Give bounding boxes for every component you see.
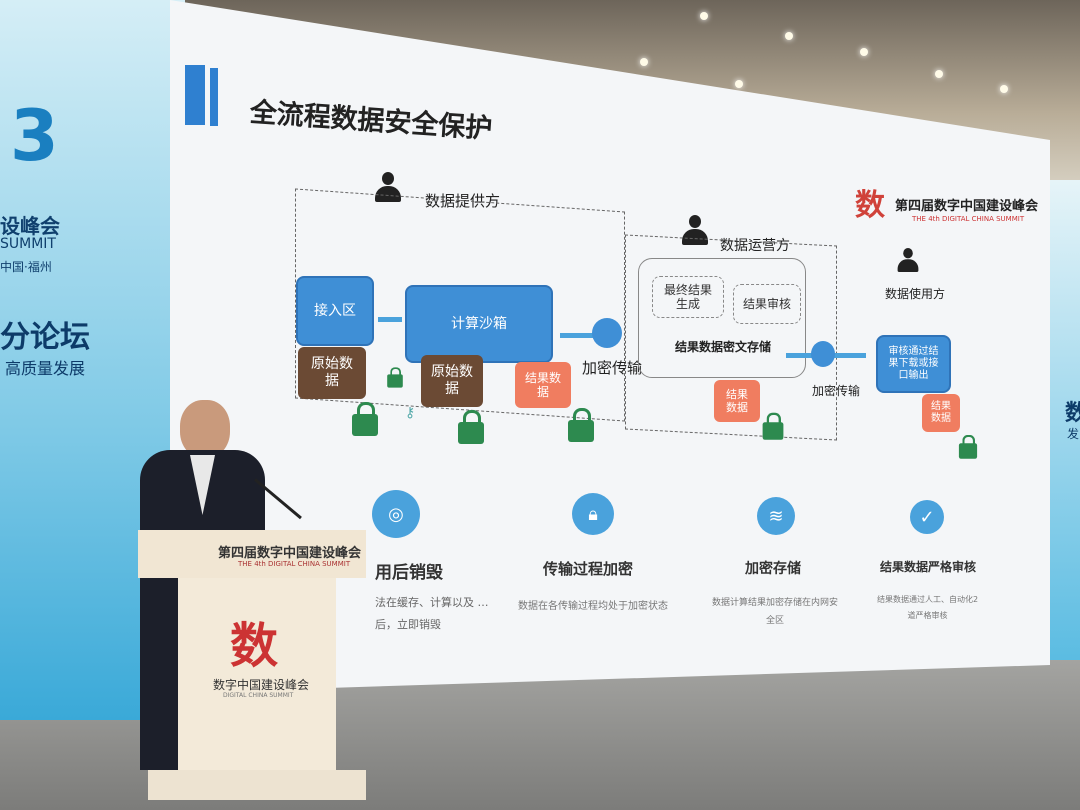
lock-icon: [387, 367, 403, 388]
key-icon: ⚷: [405, 405, 416, 421]
feature-desc: 法在缓存、计算以及 …后，立即销毁: [375, 596, 489, 631]
operator-storage-box: [638, 258, 806, 378]
raw-data: 原始数据: [298, 347, 366, 399]
speaker-head: [180, 400, 230, 458]
banner-forum: 分论坛: [0, 320, 90, 355]
podium-english: THE 4th DIGITAL CHINA SUMMIT: [238, 560, 351, 568]
feature-title: 结果数据严格审核: [880, 560, 977, 574]
ceiling-light: [640, 58, 648, 66]
role-user: 数据使用方: [885, 287, 946, 301]
target-icon: ◎: [372, 490, 420, 538]
slide-logo-english: THE 4th DIGITAL CHINA SUMMIT: [912, 215, 1025, 223]
feature-desc: 结果数据通过人工、自动化2 道严格审核: [876, 595, 979, 620]
encrypted-transfer-label: 加密传输: [812, 384, 861, 398]
lock-icon: [568, 408, 594, 442]
podium-top: 第四届数字中国建设峰会 THE 4th DIGITAL CHINA SUMMIT: [138, 530, 366, 578]
feature-title: 用后销毁: [375, 563, 443, 583]
transfer-node: [592, 318, 622, 348]
title-accent-bar: [185, 65, 205, 125]
banner-right-char: 数: [1065, 401, 1080, 426]
role-operator: 数据运营方: [720, 238, 790, 254]
podium-logo-english: DIGITAL CHINA SUMMIT: [223, 692, 294, 699]
user-icon: [897, 248, 919, 272]
user-icon: [375, 172, 401, 202]
banner-title: 设峰会: [0, 214, 60, 238]
banner-location: 中国·福州: [0, 260, 52, 274]
unlock-icon: [458, 410, 484, 444]
banner-right-char: 发: [1067, 427, 1080, 441]
feature-title: 加密存储: [745, 561, 801, 577]
wifi-icon: ≋: [757, 497, 795, 535]
banner-subtitle: SUMMIT: [0, 236, 56, 252]
summit-logo-mark: 3: [10, 95, 59, 177]
raw-data: 原始数据: [421, 355, 483, 407]
summit-logo-icon: 数: [855, 188, 885, 223]
role-provider: 数据提供方: [425, 192, 501, 210]
feature-title: 传输过程加密: [543, 560, 634, 578]
final-result-box: 最终结果生成: [652, 276, 724, 318]
ceiling-light: [935, 70, 943, 78]
compute-sandbox: 计算沙箱: [405, 285, 553, 363]
podium-title: 第四届数字中国建设峰会: [218, 546, 362, 561]
lock-icon: [762, 412, 784, 440]
podium-body: 数 数字中国建设峰会 DIGITAL CHINA SUMMIT: [178, 578, 336, 780]
result-data: 结果数据: [714, 380, 760, 422]
ceiling-light: [1000, 85, 1008, 93]
shield-icon: ✓: [910, 500, 944, 534]
feature-desc: 数据在各传输过程均处于加密状态: [518, 601, 668, 612]
ceiling-light: [860, 48, 868, 56]
arrow: [378, 317, 402, 322]
access-zone: 接入区: [296, 276, 374, 346]
podium-logo-text: 数字中国建设峰会: [213, 678, 310, 692]
ceiling-light: [785, 32, 793, 40]
ceiling-light: [700, 12, 708, 20]
user-icon: [682, 215, 708, 245]
lock-icon: 🔒︎: [572, 493, 614, 535]
result-data: 结果数据: [515, 362, 571, 408]
ceiling-light: [735, 80, 743, 88]
feature-desc: 数据计算结果加密存储在内网安全区: [711, 598, 838, 626]
arrow: [560, 333, 600, 338]
result-review-box: 结果审核: [733, 284, 801, 324]
podium-base: [148, 770, 366, 800]
title-accent-bar: [210, 68, 218, 126]
lock-icon: [352, 402, 378, 436]
output-box: 审核通过结果下载或接口输出: [876, 335, 951, 393]
transfer-node: [811, 341, 835, 367]
right-banner: 数 发: [1045, 180, 1080, 660]
encrypted-transfer-label: 加密传输: [582, 359, 643, 377]
slide-logo-name: 第四届数字中国建设峰会: [895, 199, 1039, 214]
banner-theme: 高质量发展: [5, 359, 86, 378]
podium-logo-icon: 数: [230, 618, 279, 674]
result-data: 结果数据: [922, 394, 960, 432]
unlock-icon: [958, 434, 978, 459]
ciphertext-storage-label: 结果数据密文存储: [675, 340, 772, 354]
